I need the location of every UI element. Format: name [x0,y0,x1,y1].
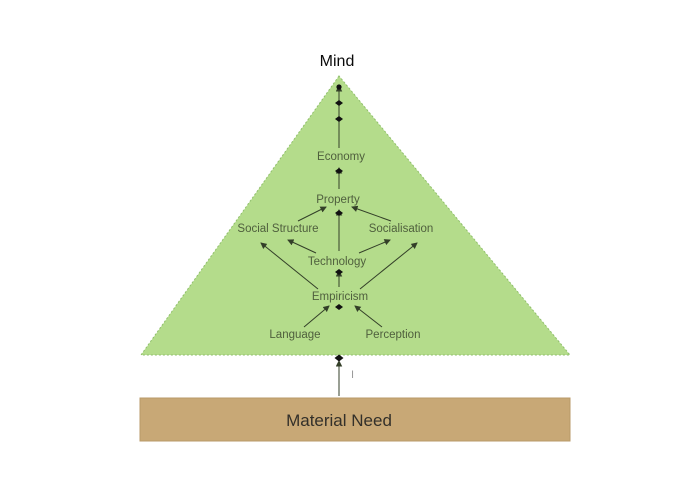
diamond-marker [335,269,343,275]
node-label-social-structure: Social Structure [237,223,318,235]
diamond-marker [335,116,343,122]
arrow-social-structure-to-property [297,206,327,222]
node-label-property: Property [316,194,360,206]
arrow-empiricism-to-social-structure [260,242,319,290]
arrow-socialisation-to-property [351,205,392,222]
pyramid-triangle [140,75,572,356]
node-label-technology: Technology [308,256,366,268]
diamond-marker-base [334,354,344,362]
diamond-marker [335,210,343,216]
diamond-marker [335,168,343,174]
apex-dot-marker [336,84,342,90]
node-label-economy: Economy [317,151,365,163]
material-need-box [139,397,571,442]
diamond-marker [335,100,343,106]
node-label-empiricism: Empiricism [312,291,368,303]
arrow-technology-to-socialisation [358,239,391,254]
arrow-perception-to-empiricism [354,305,383,328]
arrow-technology-to-social-structure [287,239,317,254]
arrow-language-to-empiricism [303,305,330,328]
node-label-perception: Perception [366,329,421,341]
text-cursor-mark: I [351,369,354,381]
diamond-marker [335,304,343,310]
arrow-empiricism-to-socialisation [359,242,418,290]
diagram-title: Mind [320,53,355,70]
node-label-socialisation: Socialisation [369,223,434,235]
material-need-label: Material Need [286,411,392,430]
node-label-language: Language [269,329,320,341]
